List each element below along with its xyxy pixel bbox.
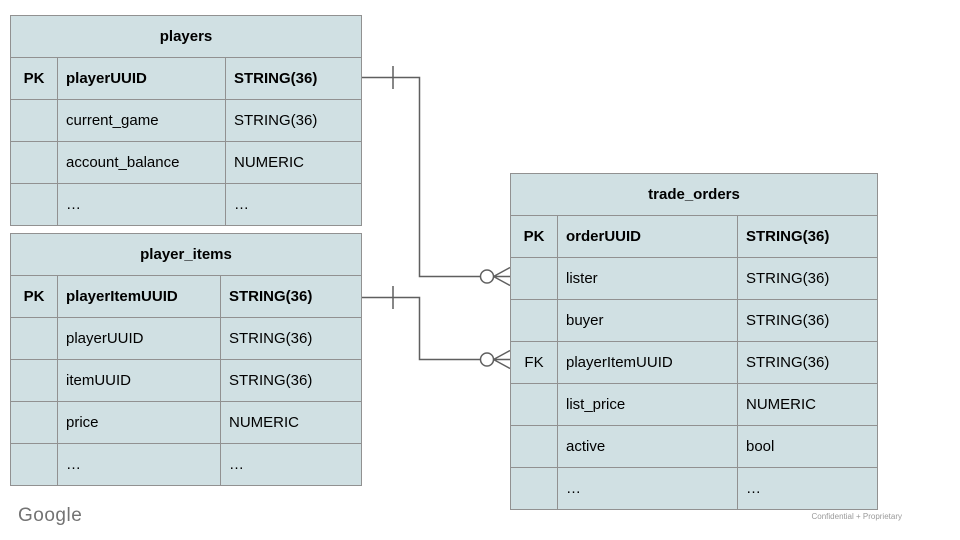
column-name-cell: playerItemUUID: [57, 275, 221, 318]
key-cell: PK: [510, 215, 558, 258]
table-row: buyer STRING(36): [510, 299, 878, 342]
table-row: price NUMERIC: [10, 401, 363, 444]
table-title: trade_orders: [510, 173, 878, 216]
relationship-line: [361, 296, 480, 361]
table-row: list_price NUMERIC: [510, 383, 878, 426]
table-row: PK orderUUID STRING(36): [510, 215, 878, 258]
column-name-cell: current_game: [57, 99, 226, 142]
key-cell: [10, 99, 58, 142]
column-name-cell: …: [557, 467, 738, 510]
column-name-cell: …: [57, 443, 221, 486]
column-name-cell: buyer: [557, 299, 738, 342]
column-name-cell: price: [57, 401, 221, 444]
table-row: PK playerUUID STRING(36): [10, 57, 363, 100]
table-row: itemUUID STRING(36): [10, 359, 363, 402]
table-row: current_game STRING(36): [10, 99, 363, 142]
column-type-cell: STRING(36): [737, 257, 878, 300]
key-cell: [10, 443, 58, 486]
column-type-cell: …: [224, 183, 363, 226]
table-row: lister STRING(36): [510, 257, 878, 300]
column-name-cell: list_price: [557, 383, 738, 426]
column-type-cell: STRING(36): [737, 215, 878, 258]
key-cell: [10, 183, 58, 226]
table-row: PK playerItemUUID STRING(36): [10, 275, 363, 318]
key-cell: [510, 425, 558, 468]
column-name-cell: playerItemUUID: [557, 341, 738, 384]
table-title: players: [9, 15, 363, 58]
key-cell: [510, 299, 558, 342]
table-title: player_items: [9, 233, 363, 276]
column-type-cell: bool: [737, 425, 878, 468]
confidential-note: Confidential + Proprietary: [811, 512, 903, 521]
table-row: account_balance NUMERIC: [10, 141, 363, 184]
entity-table-players: players PK playerUUID STRING(36) current…: [9, 15, 363, 226]
relationship-player-items-to-trade-orders: [361, 286, 511, 370]
entity-table-player-items: player_items PK playerItemUUID STRING(36…: [9, 233, 363, 486]
key-cell: [510, 467, 558, 510]
key-cell: [10, 359, 58, 402]
column-type-cell: STRING(36): [224, 99, 363, 142]
column-type-cell: STRING(36): [219, 317, 363, 360]
relationship-line: [361, 76, 480, 278]
key-cell: [510, 383, 558, 426]
column-name-cell: active: [557, 425, 738, 468]
table-header-row: player_items: [9, 233, 363, 276]
column-type-cell: STRING(36): [219, 275, 363, 318]
key-cell: [10, 317, 58, 360]
column-name-cell: itemUUID: [57, 359, 221, 402]
table-header-row: trade_orders: [510, 173, 878, 216]
table-row: … …: [510, 467, 878, 510]
key-cell: [10, 141, 58, 184]
column-name-cell: account_balance: [57, 141, 226, 184]
key-cell: [510, 257, 558, 300]
column-type-cell: …: [737, 467, 878, 510]
key-cell: FK: [510, 341, 558, 384]
table-row: playerUUID STRING(36): [10, 317, 363, 360]
column-type-cell: STRING(36): [224, 57, 363, 100]
table-header-row: players: [9, 15, 363, 58]
column-type-cell: STRING(36): [219, 359, 363, 402]
google-logo: Google: [18, 505, 83, 526]
column-name-cell: …: [57, 183, 226, 226]
column-type-cell: NUMERIC: [219, 401, 363, 444]
column-type-cell: STRING(36): [737, 341, 878, 384]
column-type-cell: NUMERIC: [737, 383, 878, 426]
relationship-players-to-trade-orders: [361, 66, 511, 287]
zero-cardinality-ring-icon: [479, 269, 495, 284]
table-row: FK playerItemUUID STRING(36): [510, 341, 878, 384]
column-name-cell: lister: [557, 257, 738, 300]
column-name-cell: playerUUID: [57, 317, 221, 360]
column-type-cell: …: [219, 443, 363, 486]
entity-table-trade-orders: trade_orders PK orderUUID STRING(36) lis…: [510, 173, 878, 510]
column-name-cell: orderUUID: [557, 215, 738, 258]
key-cell: [10, 401, 58, 444]
many-crowfoot-icon: [493, 349, 511, 370]
table-row: … …: [10, 443, 363, 486]
table-row: active bool: [510, 425, 878, 468]
column-type-cell: STRING(36): [737, 299, 878, 342]
many-crowfoot-icon: [493, 266, 511, 287]
column-name-cell: playerUUID: [57, 57, 226, 100]
table-row: … …: [10, 183, 363, 226]
key-cell: PK: [10, 57, 58, 100]
column-type-cell: NUMERIC: [224, 141, 363, 184]
key-cell: PK: [10, 275, 58, 318]
zero-cardinality-ring-icon: [479, 352, 495, 367]
